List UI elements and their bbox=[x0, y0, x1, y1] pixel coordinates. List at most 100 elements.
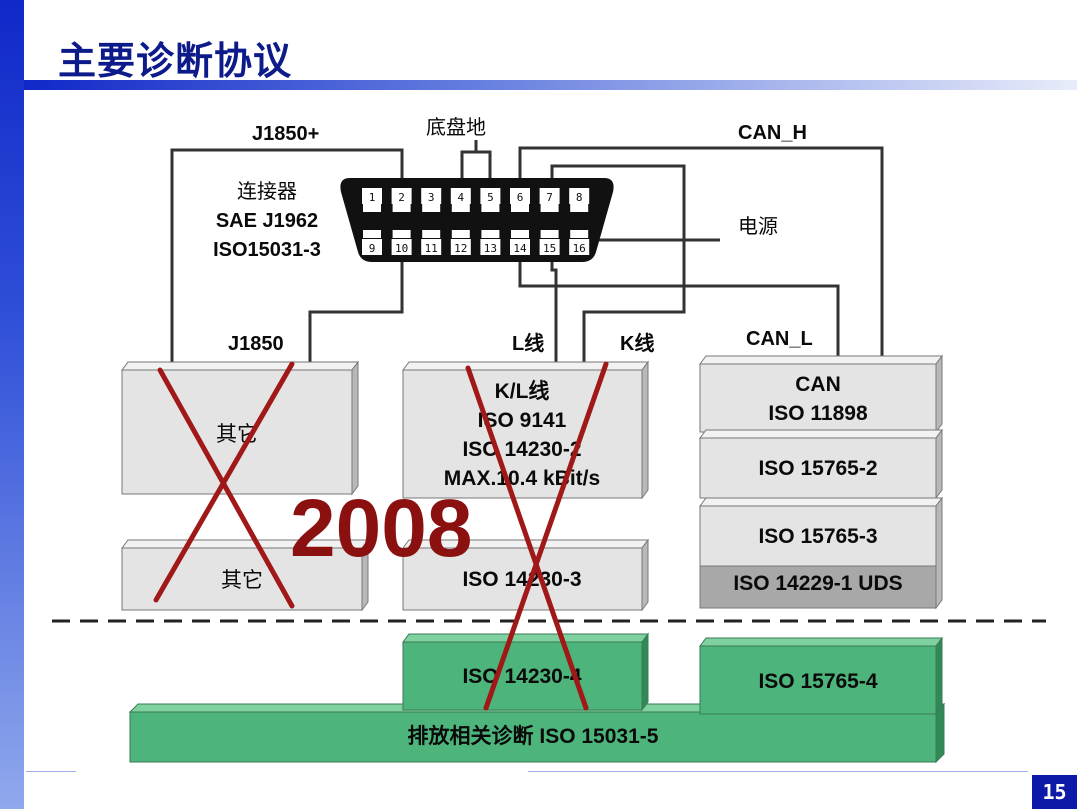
bottom-pin-label-11: 11 bbox=[425, 242, 438, 255]
top-slot-7 bbox=[540, 204, 559, 212]
top-pin-label-6: 6 bbox=[517, 191, 524, 204]
bottom-pin-label-10: 10 bbox=[395, 242, 408, 255]
text-iso15765-4: ISO 15765-4 bbox=[758, 670, 877, 693]
bottom-pin-label-15: 15 bbox=[543, 242, 556, 255]
cross-mid-a bbox=[465, 365, 589, 711]
text-kline-iso9141: ISO 9141 bbox=[478, 409, 567, 432]
top-slot-2 bbox=[392, 204, 411, 212]
cross-left-b bbox=[153, 361, 295, 603]
text-other-lower: 其它 bbox=[221, 568, 263, 592]
bottom-pin-9 bbox=[362, 239, 382, 255]
bottom-pin-label-14: 14 bbox=[513, 242, 527, 255]
top-slot-6 bbox=[511, 204, 529, 212]
footer-rule-right bbox=[528, 771, 1028, 772]
footer-rule-left bbox=[26, 771, 76, 772]
bottom-pin-15 bbox=[539, 239, 560, 255]
top-pin-7 bbox=[539, 188, 560, 204]
top-pin-2 bbox=[391, 188, 412, 204]
top-slot-8 bbox=[570, 204, 589, 212]
bottom-pin-label-9: 9 bbox=[369, 242, 376, 255]
connector-label-sae: SAE J1962 bbox=[216, 210, 318, 232]
label-k-line: K线 bbox=[620, 331, 654, 355]
connector-pins-bottom: 9 10 11 12 13 14 15 16 bbox=[362, 230, 590, 255]
bottom-pin-11 bbox=[421, 239, 442, 255]
box-iso15765-2 bbox=[699, 428, 943, 500]
connector-pins-top: 1 2 3 4 5 6 7 8 bbox=[362, 188, 590, 212]
text-iso15765-2: ISO 15765-2 bbox=[758, 457, 877, 480]
top-slot-3 bbox=[422, 204, 441, 212]
cross-left-a bbox=[157, 367, 295, 609]
bottom-pin-16 bbox=[569, 239, 590, 255]
top-pin-5 bbox=[480, 188, 501, 204]
top-pin-label-2: 2 bbox=[398, 191, 405, 204]
slide-title: 主要诊断协议 bbox=[58, 39, 293, 83]
bottom-slot-14 bbox=[511, 230, 529, 238]
text-can-iso11898: ISO 11898 bbox=[768, 402, 868, 425]
text-iso14230-4: ISO 14230-4 bbox=[462, 665, 581, 688]
cross-mid-b bbox=[483, 361, 609, 711]
top-pin-label-7: 7 bbox=[546, 191, 553, 204]
wires bbox=[170, 140, 884, 362]
bottom-slot-16 bbox=[570, 230, 589, 238]
bottom-pin-label-12: 12 bbox=[454, 242, 467, 255]
connector-label-cn: 连接器 bbox=[237, 179, 297, 203]
box-kline bbox=[402, 360, 649, 500]
label-can-h: CAN_H bbox=[738, 122, 807, 144]
bottom-pin-14 bbox=[510, 239, 530, 255]
box-iso15765-3 bbox=[699, 496, 943, 610]
bottom-slot-10 bbox=[392, 230, 411, 238]
top-pin-4 bbox=[450, 188, 471, 204]
bottom-pin-13 bbox=[480, 239, 501, 255]
text-can-title: CAN bbox=[795, 373, 841, 396]
bottom-pin-label-13: 13 bbox=[484, 242, 497, 255]
year-2008: 2008 bbox=[290, 483, 472, 574]
label-j1850-plus: J1850+ bbox=[252, 123, 319, 145]
label-can-l: CAN_L bbox=[746, 328, 813, 350]
wire-j1850 bbox=[308, 245, 404, 362]
bottom-slot-15 bbox=[540, 230, 559, 238]
wire-l-line bbox=[550, 245, 558, 362]
bottom-slot-13 bbox=[481, 230, 500, 238]
label-chassis-ground: 底盘地 bbox=[426, 115, 486, 139]
bottom-pin-10 bbox=[391, 239, 412, 255]
text-kline-iso14230-2: ISO 14230-2 bbox=[462, 438, 581, 461]
top-pin-label-1: 1 bbox=[369, 191, 376, 204]
text-iso14230-3: ISO 14230-3 bbox=[462, 568, 581, 591]
cross-marks bbox=[153, 361, 609, 711]
label-j1850: J1850 bbox=[228, 333, 284, 355]
box-iso14230-4 bbox=[402, 632, 649, 712]
label-power: 电源 bbox=[738, 214, 778, 238]
wire-j1850-plus bbox=[170, 148, 404, 362]
bottom-pin-label-16: 16 bbox=[573, 242, 586, 255]
page-number: 15 bbox=[1032, 775, 1077, 809]
bottom-pin-12 bbox=[450, 239, 471, 255]
top-pin-label-3: 3 bbox=[428, 191, 435, 204]
wire-can-h bbox=[518, 146, 884, 358]
gray-boxes bbox=[121, 354, 943, 612]
box-iso15765-4 bbox=[699, 636, 943, 716]
bottom-slot-11 bbox=[422, 230, 441, 238]
bottom-slot-12 bbox=[451, 230, 470, 238]
box-other-lower bbox=[121, 538, 369, 612]
top-slot-5 bbox=[481, 204, 500, 212]
green-boxes bbox=[128, 632, 946, 764]
top-pin-6 bbox=[510, 188, 530, 204]
text-emission: 排放相关诊断 ISO 15031-5 bbox=[408, 724, 659, 748]
text-iso14229-uds: ISO 14229-1 UDS bbox=[733, 572, 902, 595]
top-pin-label-8: 8 bbox=[576, 191, 583, 204]
bottom-slot-9 bbox=[363, 230, 381, 238]
box-iso14230-3 bbox=[402, 538, 649, 612]
box-other-upper bbox=[121, 360, 359, 496]
top-pin-1 bbox=[362, 188, 382, 204]
top-pin-label-4: 4 bbox=[457, 191, 464, 204]
top-slot-1 bbox=[363, 204, 381, 212]
top-pin-label-5: 5 bbox=[487, 191, 494, 204]
top-slot-4 bbox=[451, 204, 470, 212]
box-can bbox=[699, 354, 943, 434]
slide-sidebar bbox=[0, 0, 24, 809]
top-pin-3 bbox=[421, 188, 442, 204]
wire-can-l bbox=[518, 245, 840, 358]
text-kline-max: MAX.10.4 kBit/s bbox=[444, 467, 600, 490]
